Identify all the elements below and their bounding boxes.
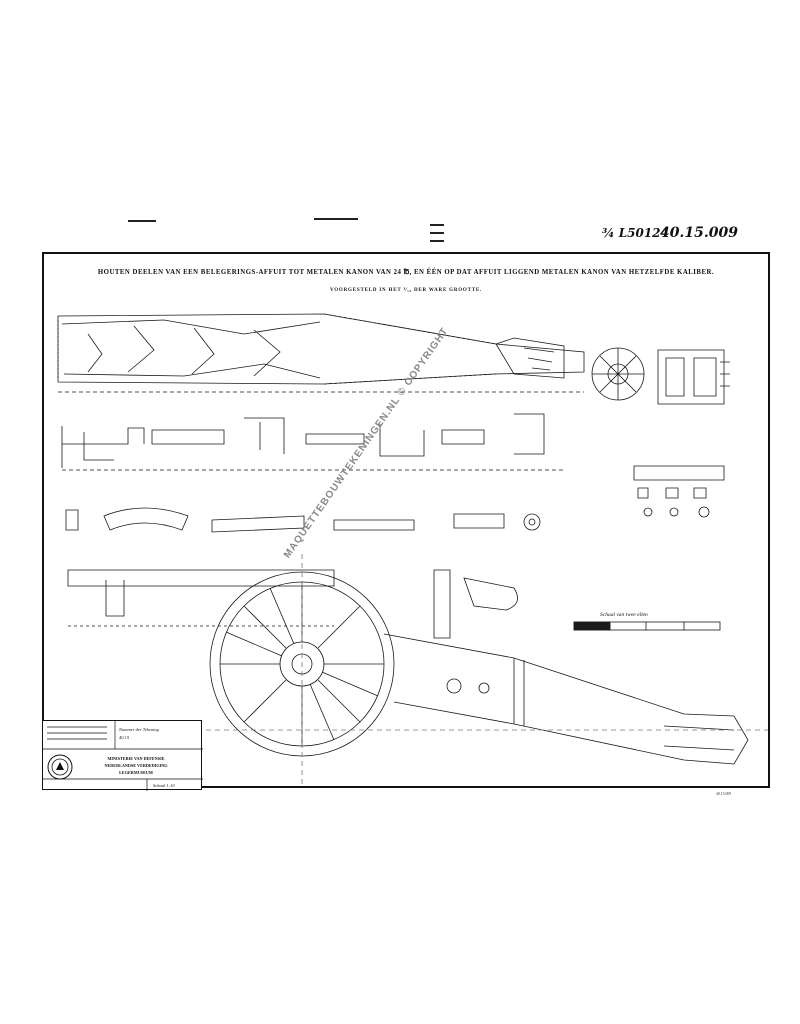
institution-line-3: LEGERMUSEUM — [119, 770, 153, 775]
margin-mark — [128, 220, 156, 222]
hub-detail — [591, 347, 730, 405]
drawing-subtitle: VOORGESTELD IN HET ⅟₁₀ DER WARE GROOTTE. — [329, 288, 483, 293]
footer-reference: 40.15.009 — [716, 792, 732, 796]
cartouche-grid — [43, 721, 203, 791]
cartouche-scale-field: Schaal 1:10 — [153, 783, 175, 788]
handwritten-number: 40.15.009 — [660, 225, 738, 241]
felloe-row — [65, 507, 541, 533]
margin-mark — [430, 240, 444, 242]
cartouche-field-label: Nummer der Tekening — [119, 727, 159, 732]
wheel-and-carriage — [44, 554, 768, 786]
elevation-detail — [633, 465, 725, 518]
margin-mark — [430, 232, 444, 234]
institution-line-2: NEDERLANDSE VERDEDIGING — [104, 763, 168, 768]
cartouche-field-value: 40.15 — [119, 735, 130, 740]
margin-mark — [430, 224, 444, 226]
title-cartouche: MINISTERIE VAN DEFENSIE NEDERLANDSE VERD… — [42, 720, 203, 791]
drawing-title: HOUTEN DEELEN VAN EEN BELEGERINGS-AFFUIT… — [97, 269, 715, 276]
margin-mark — [314, 218, 358, 220]
plan-view-row — [61, 413, 564, 471]
scale-label: Schaal van twee ellen — [600, 612, 648, 618]
technical-drawing-sheet: HOUTEN DEELEN VAN EEN BELEGERINGS-AFFUIT… — [42, 252, 770, 791]
institution-seal-icon — [47, 754, 73, 780]
scale-bar — [573, 621, 721, 631]
institution-line-1: MINISTERIE VAN DEFENSIE — [107, 756, 165, 761]
handwritten-reference: ¾ L50124 — [602, 226, 669, 240]
trail-pieces — [67, 569, 518, 639]
gun-carriage-drawing — [44, 313, 768, 786]
carriage-side-view — [57, 313, 585, 393]
